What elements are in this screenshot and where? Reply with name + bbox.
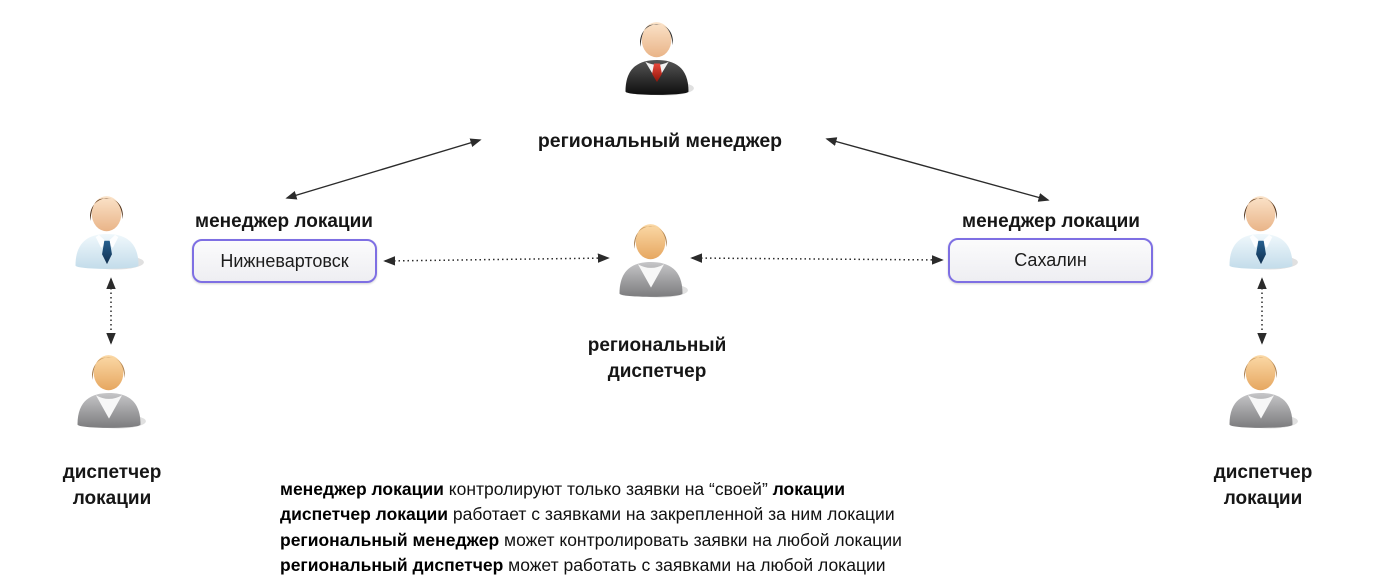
legend-line-regional-manager: региональный менеджер может контролирова… xyxy=(280,528,902,553)
legend-term: региональный диспетчер xyxy=(280,554,504,575)
location-dispatcher-left-label-line1: диспетчер xyxy=(62,462,162,483)
legend-term: региональный менеджер xyxy=(280,529,500,550)
arrow-regional-dispatcher-to-right-box xyxy=(690,253,944,265)
regional-dispatcher-label-line2: диспетчер xyxy=(607,361,707,382)
person-shirt-tie-icon xyxy=(62,184,152,274)
legend: менеджер локации контролируют только зая… xyxy=(280,477,902,578)
location-dispatcher-left-label-line2: локации xyxy=(72,488,152,509)
person-shirt-tie-icon xyxy=(1216,184,1306,274)
legend-line-regional-dispatcher: региональный диспетчер может работать с … xyxy=(280,553,902,578)
legend-term: диспетчер локации xyxy=(280,504,449,525)
legend-text: работает с заявками на закрепленной за н… xyxy=(448,504,895,525)
arrow-left-box-to-regional-dispatcher xyxy=(383,253,610,266)
legend-text: может работать с заявками на любой локац… xyxy=(503,554,886,575)
legend-term: локации xyxy=(772,479,845,499)
location-dispatcher-right-label-line2: локации xyxy=(1223,488,1303,509)
regional-dispatcher-label-line1: региональный xyxy=(587,335,727,356)
person-gray-suit-icon xyxy=(64,343,154,433)
location-dispatcher-right-label-line1: диспетчер xyxy=(1213,462,1313,483)
regional-dispatcher-label: региональный диспетчер xyxy=(588,333,727,385)
location-box-sakhalin: Сахалин xyxy=(948,238,1153,283)
arrow-regional-manager-to-right-manager xyxy=(825,137,1050,202)
arrow-regional-manager-to-left-manager xyxy=(285,138,482,200)
location-box-nizhnevartovsk: Нижневартовск xyxy=(192,239,377,283)
location-manager-left-label: менеджер локации xyxy=(195,211,373,232)
regional-manager-label: региональный менеджер xyxy=(537,130,783,152)
person-suit-icon xyxy=(612,10,702,100)
location-manager-right-label: менеджер локации xyxy=(962,211,1140,232)
legend-term: менеджер локации xyxy=(280,479,444,499)
legend-line-location-dispatcher: диспетчер локации работает с заявками на… xyxy=(280,502,902,527)
legend-text: контролируют только заявки на “своей” xyxy=(443,479,773,499)
legend-text: может контролировать заявки на любой лок… xyxy=(499,529,902,550)
person-gray-suit-icon xyxy=(606,212,696,302)
person-gray-suit-icon xyxy=(1216,343,1306,433)
location-dispatcher-right-label: диспетчер локации xyxy=(1214,460,1313,512)
location-dispatcher-left-label: диспетчер локации xyxy=(63,460,162,512)
legend-line-location-manager: менеджер локации контролируют только зая… xyxy=(280,477,902,502)
